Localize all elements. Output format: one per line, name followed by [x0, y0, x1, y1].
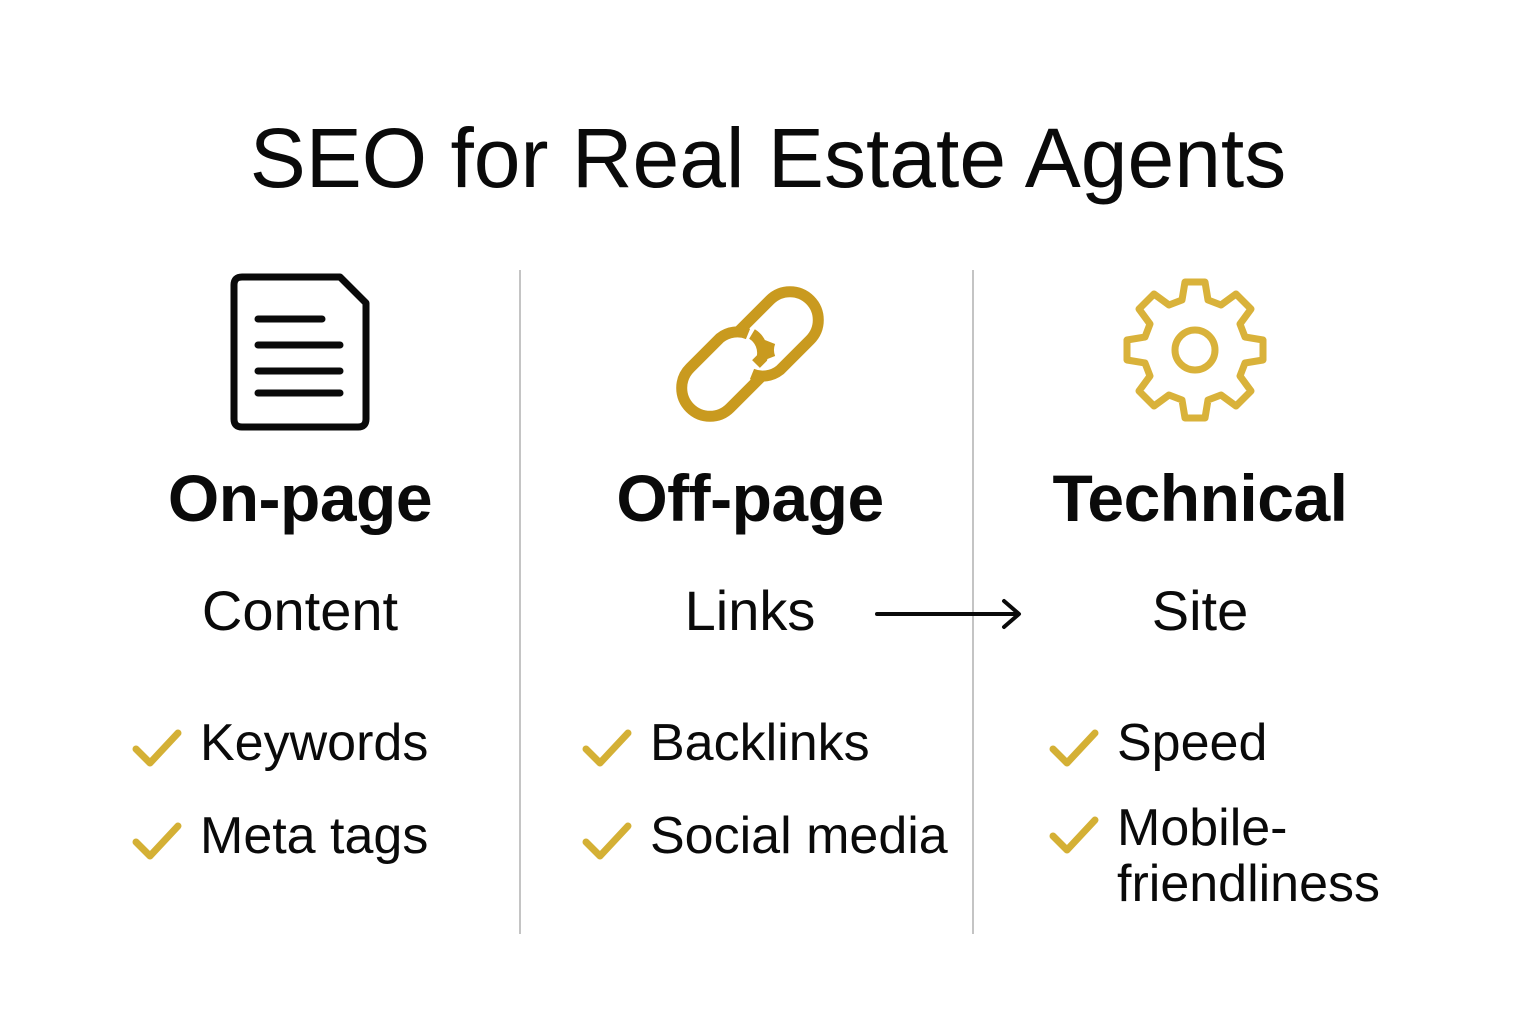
column-technical: Technical Site Speed Mobile- friendlines…	[975, 0, 1425, 1024]
list-item-label: Backlinks	[650, 714, 870, 772]
list-item-label: Mobile- friendliness	[1117, 799, 1381, 913]
arrow-right-icon	[875, 599, 1021, 629]
checkmark-icon	[132, 729, 182, 767]
page-title: SEO for Real Estate Agents	[249, 111, 1287, 205]
checkmark-icon	[132, 822, 182, 860]
column-heading: Technical	[1052, 461, 1348, 535]
checkmark-icon	[1049, 816, 1099, 854]
list-item-label: Meta tags	[200, 807, 429, 865]
column-on-page: On-page Content Keywords Meta tags	[75, 0, 525, 1024]
gear-icon	[1123, 278, 1267, 422]
list-item: Backlinks	[580, 715, 870, 773]
link-icon	[676, 286, 824, 422]
list-item: Mobile- friendliness	[1047, 800, 1380, 912]
column-divider-2	[972, 270, 974, 934]
list-item: Keywords	[130, 715, 428, 773]
list-item: Meta tags	[130, 808, 428, 866]
checkmark-icon	[1049, 729, 1099, 767]
column-off-page: Off-page Links Backlinks Social media	[525, 0, 975, 1024]
column-subheading: Content	[201, 579, 399, 642]
document-icon	[230, 273, 370, 431]
checkmark-icon	[582, 822, 632, 860]
checkmark-icon	[582, 729, 632, 767]
list-item: Speed	[1047, 715, 1267, 773]
column-heading: On-page	[167, 461, 433, 535]
column-subheading: Links	[684, 579, 816, 642]
column-divider-1	[519, 270, 521, 934]
column-subheading: Site	[1151, 579, 1249, 642]
list-item-label: Social media	[650, 807, 948, 865]
list-item-label: Speed	[1117, 714, 1268, 772]
list-item-label: Keywords	[200, 714, 429, 772]
column-heading: Off-page	[616, 461, 884, 535]
list-item: Social media	[580, 808, 948, 866]
